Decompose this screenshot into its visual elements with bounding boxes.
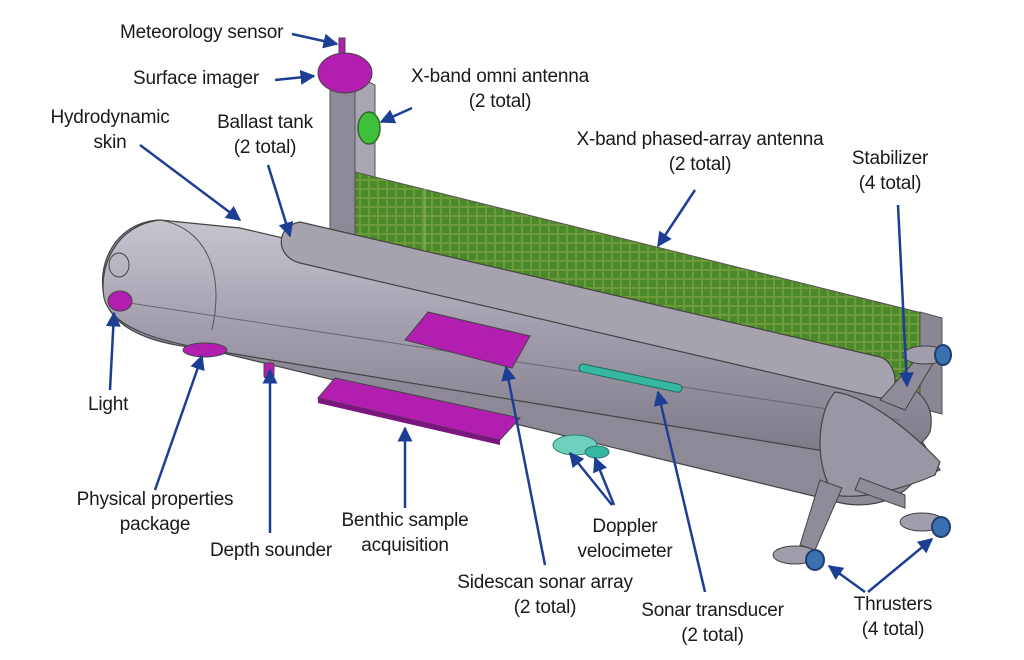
nose-hatch	[108, 252, 130, 278]
label-surface-imager: Surface imager	[133, 68, 260, 89]
label-depth-sounder: Depth sounder	[210, 540, 333, 561]
label-xband-omni-antenna: X-band omni antenna(2 total)	[411, 66, 589, 112]
physical-properties-package	[182, 342, 228, 358]
label-stabilizer: Stabilizer(4 total)	[851, 148, 929, 194]
thruster	[902, 344, 952, 366]
thruster	[772, 545, 825, 571]
label-sidescan-sonar-array: Sidescan sonar array(2 total)	[457, 572, 633, 618]
label-thrusters: Thrusters(4 total)	[853, 594, 933, 640]
label-light: Light	[88, 394, 129, 415]
doppler-velocimeter	[584, 445, 610, 459]
label-sonar-transducer: Sonar transducer(2 total)	[641, 600, 784, 646]
stabilizer	[854, 477, 906, 509]
surface-imager	[317, 52, 373, 94]
label-meteorology-sensor: Meteorology sensor	[120, 22, 284, 43]
sonar-transducer	[578, 363, 683, 393]
label-ballast-tank: Ballast tank(2 total)	[217, 112, 313, 158]
xband-omni-antenna	[357, 111, 381, 145]
light	[107, 290, 133, 312]
label-xband-phased-array: X-band phased-array antenna(2 total)	[576, 129, 824, 175]
thruster	[899, 512, 951, 538]
leader-arrows	[105, 32, 934, 594]
